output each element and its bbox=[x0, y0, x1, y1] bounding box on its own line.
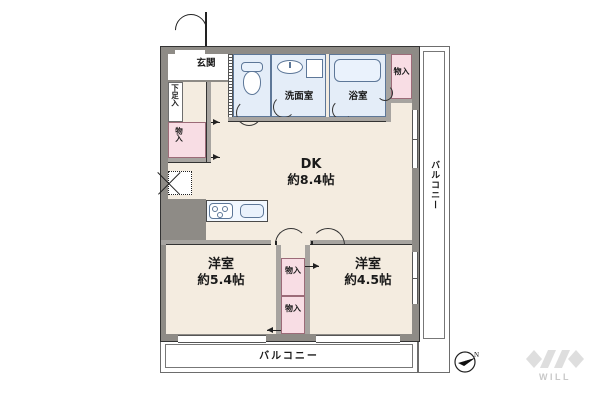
toilet-bowl-icon bbox=[243, 71, 261, 95]
shoe-closet bbox=[168, 82, 183, 122]
wall-center-closet-right bbox=[305, 245, 310, 334]
closet-center-upper-door-arrow bbox=[313, 263, 319, 269]
bedroom-left-floor bbox=[166, 245, 276, 334]
closet-center-upper-door-line bbox=[305, 266, 319, 267]
closet-bath-door-arc bbox=[377, 85, 393, 101]
wall-left bbox=[160, 46, 168, 342]
wall-entry-corridor-vertical bbox=[206, 82, 211, 162]
window-bottom-right2 bbox=[360, 335, 400, 343]
svg-text:N: N bbox=[474, 351, 479, 359]
shoe-closet-label: 下足入 bbox=[170, 84, 180, 107]
entrance-step-notch bbox=[175, 50, 205, 58]
bedroom-right-label: 洋室 約4.5帖 bbox=[323, 257, 413, 287]
entrance-label: 玄関 bbox=[196, 58, 216, 69]
closet-center-lower-label: 物入 bbox=[285, 304, 301, 313]
wall-entry-corridor-bottom-line bbox=[168, 162, 211, 163]
wall-entry-corridor-vertical-line bbox=[206, 82, 207, 162]
closet-entry-label: 物入 bbox=[174, 127, 184, 142]
wall-dk-bedroom-right bbox=[310, 240, 412, 245]
toilet-door-arc bbox=[236, 100, 262, 126]
will-logo: WILL bbox=[524, 348, 586, 384]
window-right-upper-mullion bbox=[412, 139, 418, 140]
closet-center-upper bbox=[281, 258, 305, 296]
balcony-right-inner-line bbox=[423, 51, 445, 339]
will-logo-text: WILL bbox=[539, 372, 571, 382]
closet-bath bbox=[391, 54, 412, 99]
wall-bottom bbox=[160, 334, 420, 342]
closet-entry bbox=[168, 122, 206, 158]
balcony-bottom-inner-line bbox=[165, 344, 413, 368]
balcony-bottom-label: バルコニー bbox=[259, 351, 319, 362]
toilet-left-partition bbox=[228, 54, 233, 118]
window-bottom-right bbox=[316, 335, 360, 343]
window-bottom-left bbox=[178, 335, 222, 343]
wall-center-closet-left bbox=[276, 245, 281, 334]
window-bottom-left2 bbox=[222, 335, 266, 343]
dk-name: DK bbox=[300, 157, 322, 172]
dk-label: DK 約8.4帖 bbox=[271, 157, 351, 187]
wall-closet-bath-bottom bbox=[391, 99, 412, 103]
wall-bottom-hairline bbox=[160, 341, 420, 342]
bedroom-right-size: 約4.5帖 bbox=[344, 271, 392, 287]
bedroom-right-name: 洋室 bbox=[354, 257, 381, 272]
stove-burner-3 bbox=[217, 212, 223, 218]
washroom-door-arc bbox=[273, 96, 295, 118]
wall-wet-zone-bottom-line bbox=[228, 121, 386, 122]
closet-entry-door-arrow-bottom bbox=[213, 154, 219, 160]
closet-center-lower-door-line bbox=[267, 330, 281, 331]
bedroom-left-label: 洋室 約5.4帖 bbox=[176, 257, 266, 287]
bedroom-left-size: 約5.4帖 bbox=[197, 271, 245, 287]
wall-left-hairline bbox=[160, 46, 161, 342]
window-right-lower-mullion bbox=[412, 278, 418, 279]
stove-burner-2 bbox=[222, 206, 228, 212]
bedroom-left-name: 洋室 bbox=[207, 257, 234, 272]
wall-dk-bedroom-right-line bbox=[310, 244, 412, 245]
bathroom-label: 浴室 bbox=[348, 91, 368, 102]
closet-center-lower-door-arrow bbox=[267, 327, 273, 333]
wall-right bbox=[412, 46, 420, 342]
wall-dk-bedroom-left-line bbox=[166, 244, 271, 245]
vanity-faucet-icon bbox=[289, 62, 291, 68]
closet-center-lower bbox=[281, 296, 305, 334]
wall-top bbox=[160, 46, 420, 54]
sink-icon bbox=[240, 204, 264, 218]
wall-entry-corridor-bottom bbox=[168, 158, 211, 163]
meter-box-icon bbox=[168, 171, 192, 195]
stove-burner-1 bbox=[212, 206, 218, 212]
balcony-right-label: バルコニー bbox=[429, 160, 440, 210]
wall-dk-bedroom-left bbox=[161, 240, 271, 245]
bedroom-right-floor bbox=[310, 245, 412, 334]
wall-top-hairline bbox=[160, 46, 420, 47]
closet-center-upper-label: 物入 bbox=[285, 266, 301, 275]
entrance-door-leaf bbox=[205, 12, 207, 46]
closet-bath-label: 物入 bbox=[393, 67, 410, 76]
compass-icon: N bbox=[454, 351, 479, 373]
kitchen-wall-block bbox=[161, 199, 206, 245]
washing-machine-space-icon bbox=[306, 59, 323, 78]
will-logo-mark bbox=[526, 350, 584, 368]
closet-entry-door-arrow-top bbox=[213, 119, 219, 125]
wall-wet-zone-bottom bbox=[228, 117, 386, 122]
dk-size: 約8.4帖 bbox=[287, 171, 335, 187]
bathtub-icon bbox=[334, 59, 381, 82]
washroom-label: 洗面室 bbox=[284, 91, 314, 102]
wall-right-hairline bbox=[419, 46, 420, 342]
